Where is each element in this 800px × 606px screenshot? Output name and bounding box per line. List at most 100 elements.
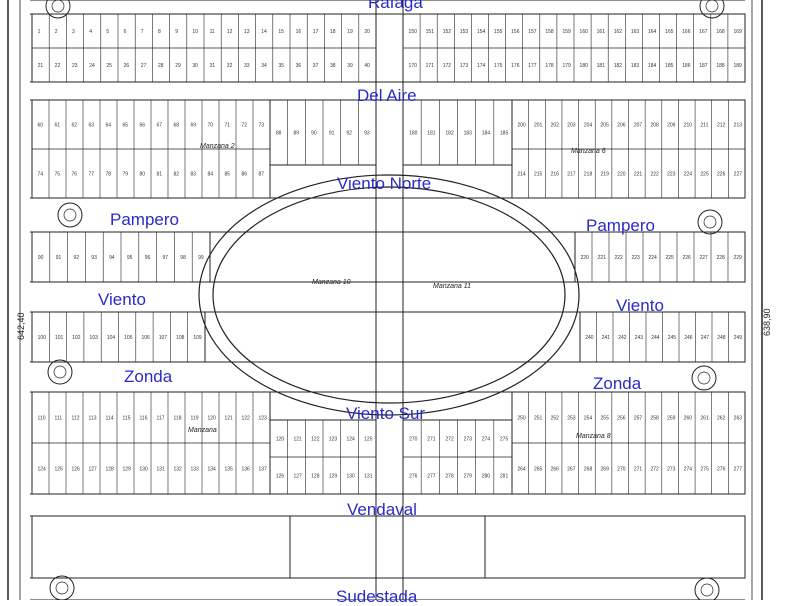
- lot-number: 136: [242, 467, 251, 473]
- street-label-viento-norte: Viento Norte: [337, 174, 432, 193]
- lot-number: 76: [72, 172, 78, 178]
- lot-number: 118: [174, 416, 182, 422]
- lot-number: 97: [163, 255, 169, 261]
- lot-number: 180: [580, 63, 589, 69]
- lot-number: 261: [700, 416, 709, 422]
- lot-number: 173: [460, 63, 469, 69]
- lot-number: 104: [107, 335, 116, 341]
- lot-number: 255: [601, 416, 610, 422]
- lot-number: 280: [482, 474, 491, 480]
- lot-number: 219: [601, 172, 610, 178]
- lot-number: 74: [38, 172, 44, 178]
- lot-number: 124: [38, 467, 47, 473]
- lot-number: 215: [534, 172, 543, 178]
- cul-de-sac-island: [705, 0, 719, 13]
- lot-number: 243: [635, 335, 644, 341]
- lot-number: 203: [567, 123, 576, 129]
- lot-number: 216: [551, 172, 560, 178]
- street-label-rafaga: Rafaga: [368, 0, 423, 12]
- lot-number: 156: [511, 29, 520, 35]
- cul-de-sac: [47, 359, 73, 385]
- lot-number: 222: [615, 255, 624, 261]
- lot-number: 279: [464, 474, 473, 480]
- lot-number: 125: [55, 467, 64, 473]
- lot-number: 201: [534, 123, 543, 129]
- lot-number: 225: [700, 172, 709, 178]
- measurement-right-edge: 638,90: [762, 308, 772, 336]
- lot-number: 253: [567, 416, 576, 422]
- lot-number: 2: [55, 29, 58, 35]
- lot-number: 159: [562, 29, 571, 35]
- lot-number: 183: [464, 131, 473, 137]
- lot-number: 208: [650, 123, 659, 129]
- lot-number: 18: [330, 29, 336, 35]
- lot-number: 102: [72, 335, 81, 341]
- lot-number: 178: [545, 63, 554, 69]
- lot-number: 160: [580, 29, 589, 35]
- lot-number: 32: [227, 63, 233, 69]
- lot-number: 245: [668, 335, 677, 341]
- lot-number: 38: [330, 63, 336, 69]
- lot-number: 213: [734, 123, 743, 129]
- lot-number: 132: [174, 467, 183, 473]
- lot-number: 33: [244, 63, 250, 69]
- lot-number: 82: [174, 172, 180, 178]
- lot-number: 128: [311, 474, 320, 480]
- lot-number: 115: [123, 416, 131, 422]
- lot-number: 130: [347, 474, 356, 480]
- lot-number: 121: [294, 437, 303, 443]
- lot-number: 70: [208, 123, 214, 129]
- cul-de-sac: [49, 575, 75, 600]
- lot-number: 78: [106, 172, 112, 178]
- street-label-viento-sur: Viento Sur: [346, 404, 426, 423]
- lot-number: 21: [38, 63, 44, 69]
- lot-number: 131: [157, 467, 166, 473]
- lot-number: 30: [192, 63, 198, 69]
- lot-number: 105: [124, 335, 133, 341]
- lot-number: 6: [124, 29, 127, 35]
- lot-number: 175: [494, 63, 503, 69]
- lot-number: 123: [259, 416, 268, 422]
- lot-number: 28: [158, 63, 164, 69]
- lot-number: 73: [259, 123, 265, 129]
- cul-de-sac: [45, 0, 71, 19]
- lot-number: 258: [650, 416, 659, 422]
- block-label-manzana-6: Manzana 6: [571, 148, 606, 155]
- lot-number: 29: [175, 63, 181, 69]
- lot-number: 227: [734, 172, 743, 178]
- lot-number: 223: [667, 172, 676, 178]
- lot-number: 257: [634, 416, 643, 422]
- lot-number: 210: [684, 123, 693, 129]
- lot-number: 181: [597, 63, 606, 69]
- lot-number: 158: [545, 29, 554, 35]
- lot-number: 274: [482, 437, 491, 443]
- lot-number: 93: [364, 131, 370, 137]
- block-outline: [31, 515, 291, 579]
- lot-number: 91: [329, 131, 335, 137]
- lot-number: 22: [55, 63, 61, 69]
- lot-number: 168: [716, 29, 725, 35]
- lot-number: 61: [55, 123, 61, 129]
- lot-number: 90: [38, 255, 44, 261]
- lot-number: 154: [477, 29, 486, 35]
- lot-number: 151: [426, 29, 435, 35]
- lot-number: 107: [159, 335, 168, 341]
- lot-number: 137: [259, 467, 268, 473]
- street-label-viento-east: Viento: [616, 296, 664, 315]
- lot-number: 90: [311, 131, 317, 137]
- lot-number: 153: [460, 29, 469, 35]
- lot-number: 8: [158, 29, 161, 35]
- lot-number: 189: [733, 63, 742, 69]
- lot-number: 130: [140, 467, 149, 473]
- street-label-sudestada: Sudestada: [336, 587, 418, 606]
- cul-de-sac: [57, 202, 83, 228]
- lot-number: 228: [717, 255, 726, 261]
- lot-number: 241: [602, 335, 611, 341]
- lot-number: 172: [443, 63, 452, 69]
- lot-number: 221: [598, 255, 607, 261]
- lot-number: 10: [192, 29, 198, 35]
- lot-number: 269: [601, 467, 610, 473]
- lot-number: 157: [528, 29, 537, 35]
- lot-number: 278: [445, 474, 454, 480]
- lot-number: 188: [716, 63, 725, 69]
